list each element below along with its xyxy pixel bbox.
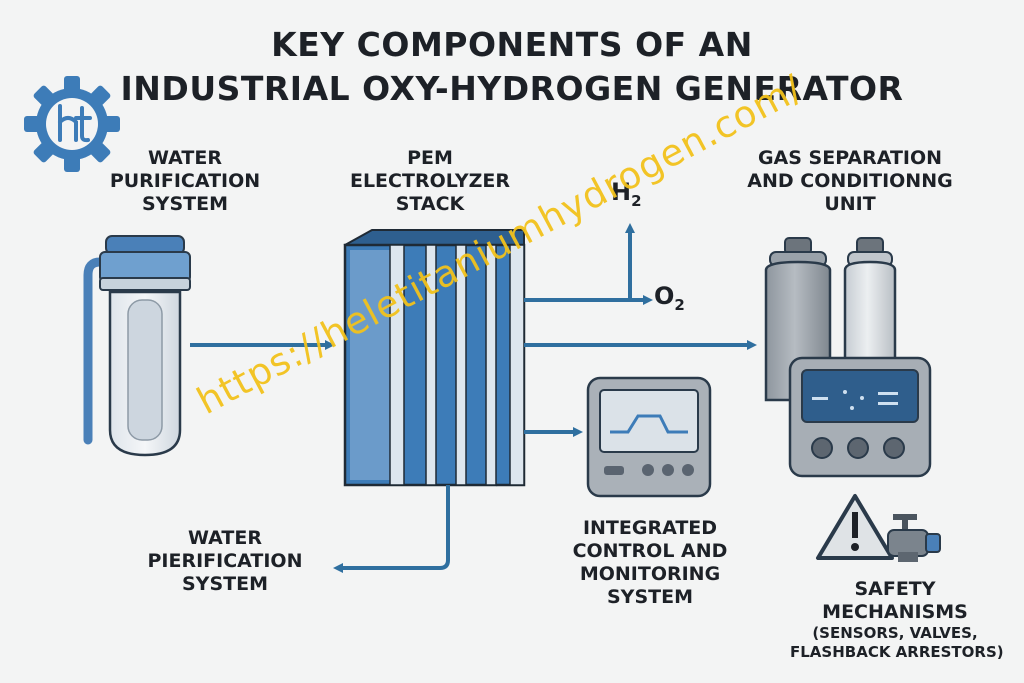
page-title-line-1: KEY COMPONENTS OF AN (271, 25, 753, 64)
flow-arrows (190, 223, 757, 573)
o2-label: O2 (654, 282, 685, 314)
page-title-line-2: INDUSTRIAL OXY-HYDROGEN GENERATOR (120, 69, 904, 108)
water-filter-illustration (83, 235, 191, 457)
control-panel-illustration (586, 376, 712, 498)
warning-icon (816, 494, 894, 560)
label-safety: SAFETY MECHANISMS (SENSORS, VALVES, FLAS… (790, 578, 1004, 661)
h2-label: H2 (611, 178, 642, 210)
label-control-monitoring: INTEGRATED CONTROL AND MONITORING SYSTEM (572, 517, 728, 608)
label-gas-separation: GAS SEPARATION AND CONDITIONNG UNIT (747, 147, 953, 215)
pem-stack-illustration (343, 229, 526, 487)
label-pem-stack: PEM ELECTROLYZER STACK (349, 147, 511, 215)
gas-separation-illustration (764, 237, 932, 478)
logo-gear-icon (24, 76, 120, 172)
label-water-outlet: WATER PIERIFICATION SYSTEM (147, 527, 303, 595)
valve-icon (887, 514, 941, 562)
label-water-purification: WATER PURIFICATION SYSTEM (109, 147, 261, 215)
